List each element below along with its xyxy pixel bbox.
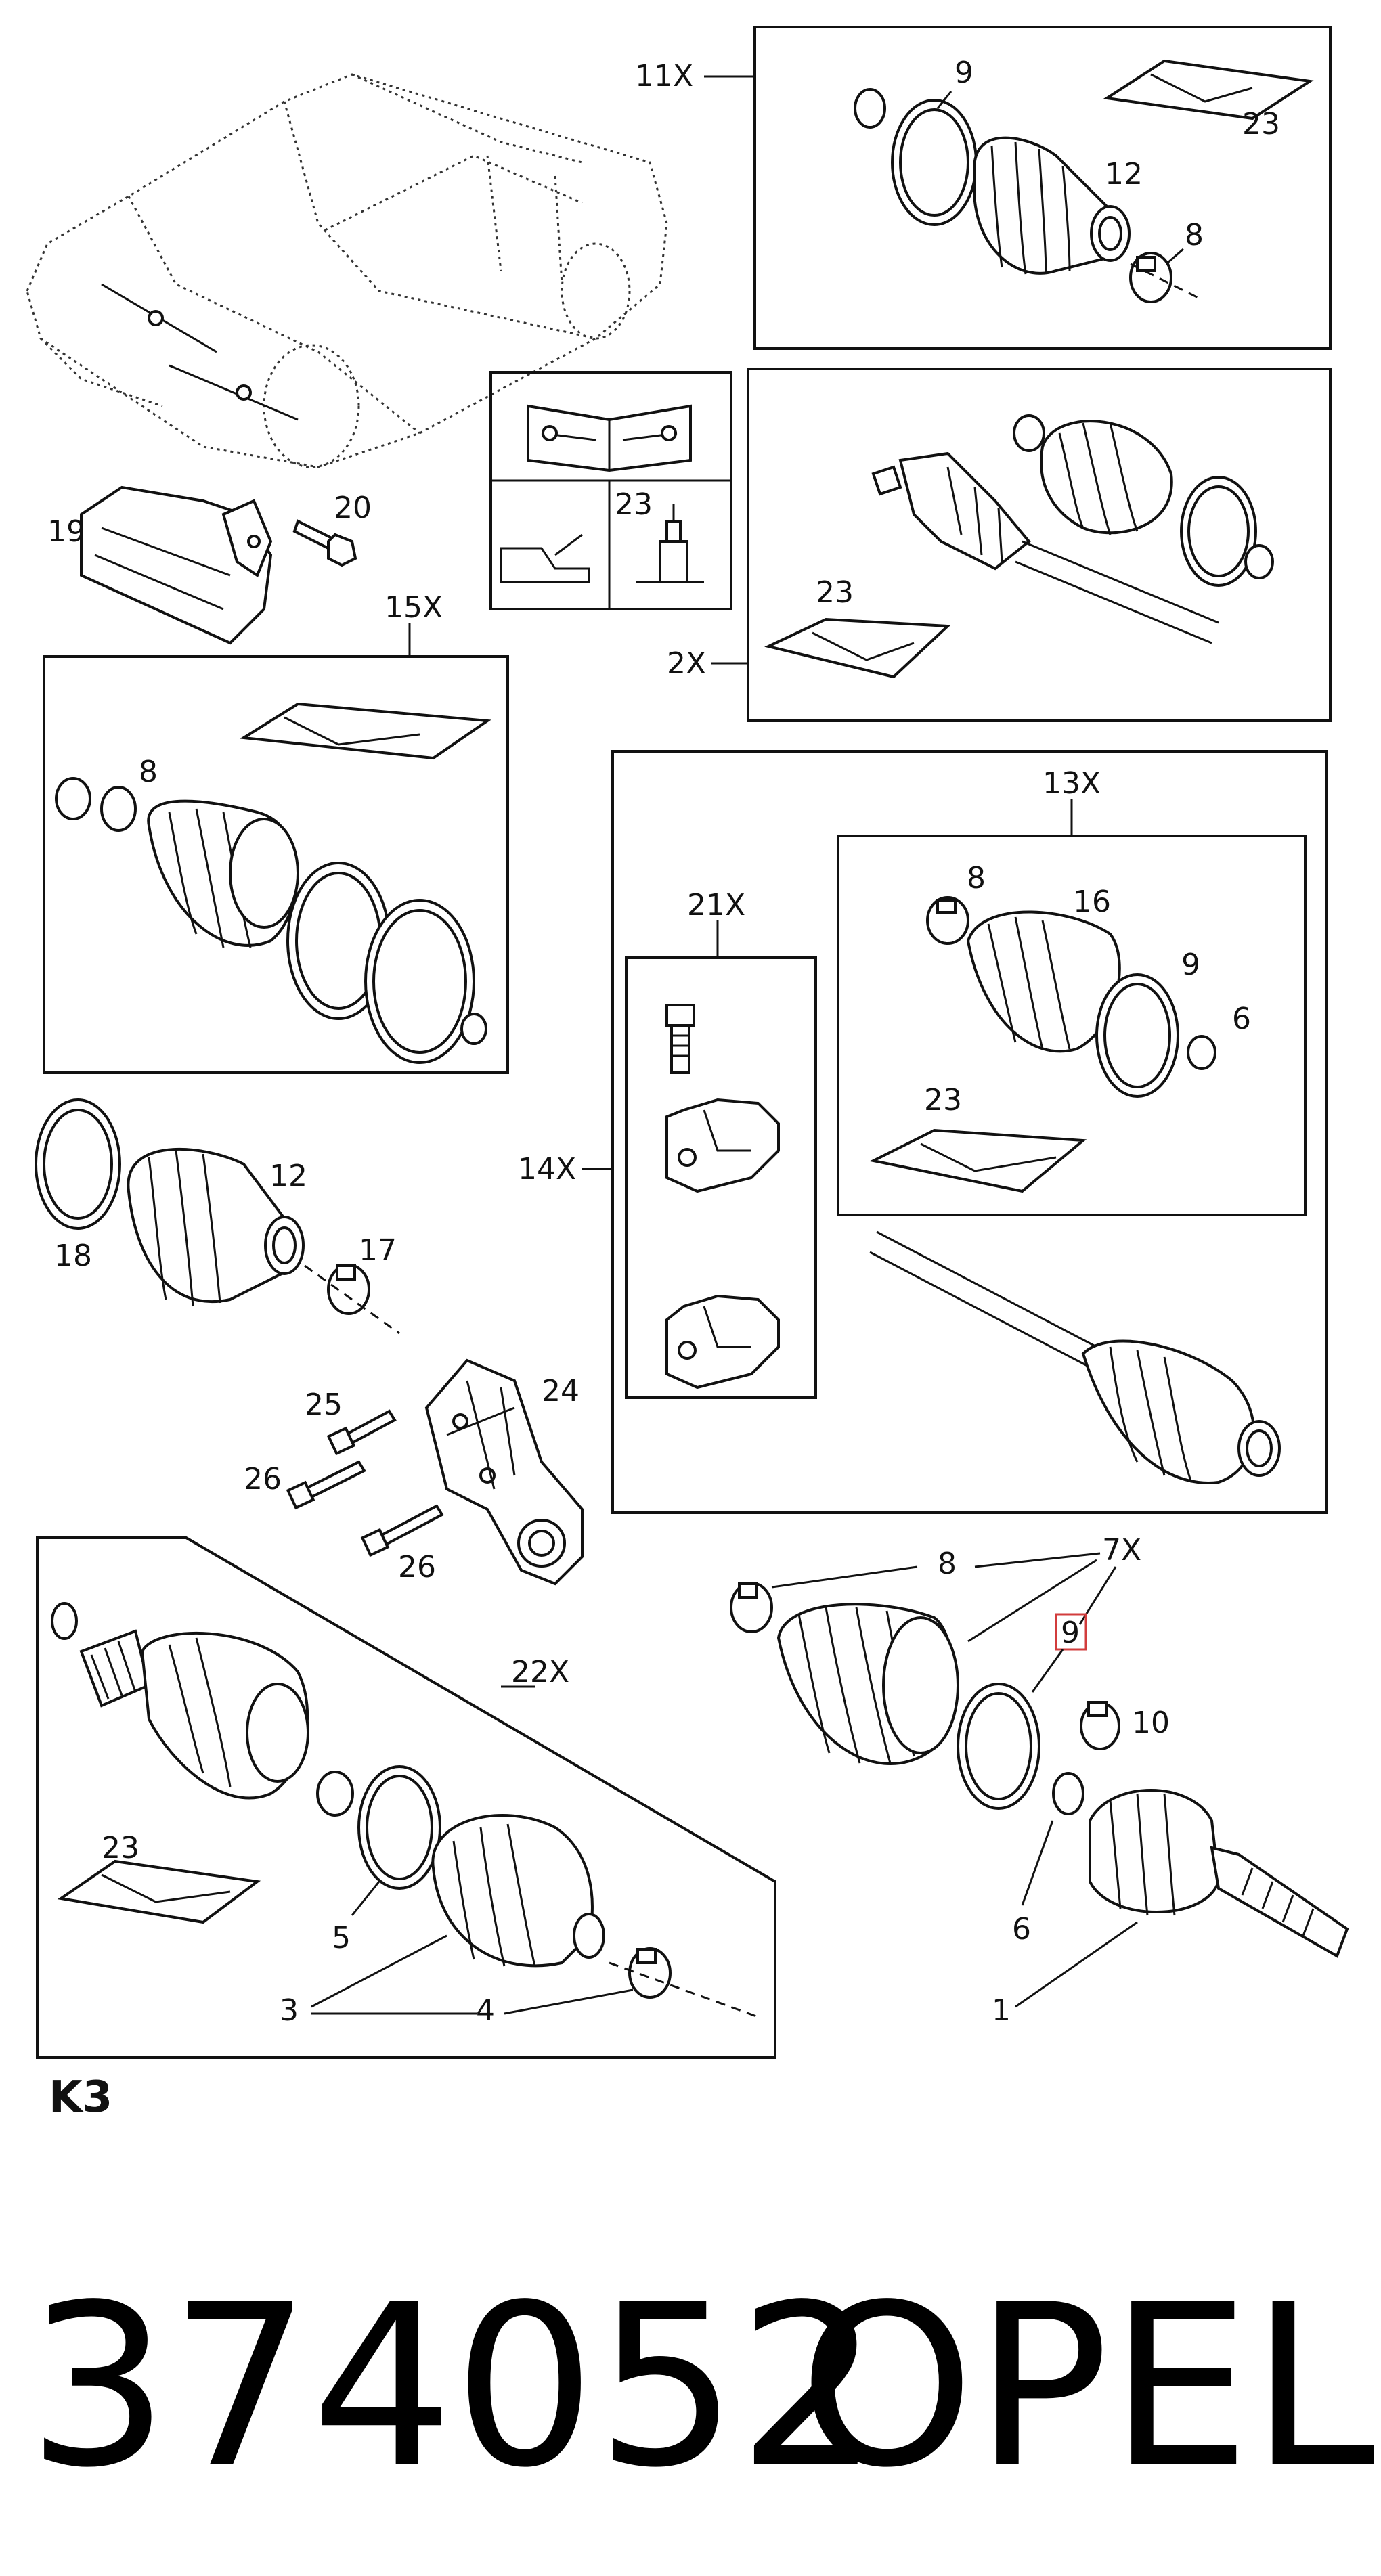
- kit-15x-label: 15X: [385, 590, 443, 625]
- circlip-2x: [1244, 544, 1274, 579]
- kit-15x: 15X 8: [43, 590, 509, 1074]
- kit-14x-label: 14X: [518, 1152, 576, 1186]
- part-number: 374052: [27, 2257, 880, 2516]
- open-book-wrench-icon: [527, 404, 692, 472]
- kit-11x-label: 11X: [635, 59, 693, 93]
- part-9-7x-label: 9: [1061, 1616, 1080, 1650]
- part-23-2x-label: 23: [816, 575, 854, 610]
- bolt-25: [326, 1409, 397, 1456]
- grease-pack-2x: [764, 617, 951, 679]
- heat-shield: [80, 485, 273, 645]
- kit-7x-label: 7X: [1102, 1533, 1141, 1568]
- vehicle-outline: [26, 73, 668, 468]
- kit-2x-label: 2X: [667, 646, 706, 681]
- part-6-7x-label: 6: [1012, 1912, 1031, 1947]
- part-23-22x-label: 23: [102, 1831, 139, 1865]
- part-20-label: 20: [334, 491, 372, 525]
- part-3-label: 3: [280, 1993, 299, 2028]
- part-12-label: 12: [1105, 157, 1143, 192]
- part-1-label: 1: [992, 1993, 1011, 2028]
- bolt-26-b: [360, 1504, 444, 1557]
- kit-13x-label: 13X: [1043, 766, 1101, 801]
- kit-14x: 14X 13X 8 16 9 6 23 21: [518, 750, 1328, 1514]
- part-8-13x-label: 8: [967, 861, 986, 895]
- part-4-label: 4: [476, 1993, 495, 2028]
- circlip-7x: [1052, 1772, 1084, 1815]
- grease-pack-15x: [240, 702, 491, 760]
- part-9-13x-label: 9: [1181, 948, 1200, 982]
- kit-2x: 2X 23: [667, 368, 1332, 722]
- circlip-15x: [460, 1013, 487, 1045]
- part-9-label: 9: [955, 55, 973, 90]
- kit-7x: 7X 8 9 10 6 1: [730, 1533, 1349, 2028]
- bolt-20: [292, 519, 357, 567]
- clamp-band-18: [35, 1098, 121, 1230]
- kit-22x-label: 22X: [511, 1655, 569, 1689]
- part-26-label-b: 26: [398, 1550, 436, 1584]
- part-10-label: 10: [1132, 1706, 1170, 1740]
- grease-pack-22x: [57, 1859, 261, 1924]
- part-19-label: 19: [47, 514, 85, 549]
- oil-can-icon: [500, 533, 590, 583]
- boot-2x: [1013, 414, 1173, 535]
- part-8-15x-label: 8: [139, 755, 158, 789]
- drive-shaft-14x: [869, 1230, 1281, 1484]
- clamp-ring: [854, 88, 886, 129]
- clamp-17: [304, 1264, 400, 1335]
- kit-11x-frame: [753, 26, 1332, 350]
- axle-boot-12: [127, 1148, 305, 1307]
- part-18-label: 18: [54, 1239, 92, 1273]
- part-24-label: 24: [542, 1374, 579, 1408]
- boot-7x: [776, 1603, 959, 1765]
- bolt-26-a: [286, 1460, 366, 1510]
- boot-22x: [431, 1814, 605, 1968]
- axle-boot: [973, 136, 1131, 275]
- kit-22x: 22X 23 5 3 4: [36, 1536, 776, 2059]
- drive-shaft-inner: [871, 451, 1219, 644]
- circlip-13x: [1187, 1035, 1216, 1070]
- grease-pack: [1103, 59, 1314, 120]
- brand-name: OPEL: [799, 2257, 1376, 2516]
- part-25-label: 25: [305, 1387, 343, 1422]
- part-23-label: 23: [1242, 107, 1280, 141]
- grease-tube-icon: [636, 504, 704, 583]
- part-23-service-label: 23: [615, 487, 653, 522]
- kit-21x-label: 21X: [687, 888, 745, 923]
- part-26-label-a: 26: [244, 1462, 282, 1496]
- part-6-13x-label: 6: [1232, 1002, 1251, 1036]
- clamp-22x-a: [316, 1771, 354, 1817]
- boot-15x: [147, 799, 299, 948]
- part-8-7x-label: 8: [938, 1547, 957, 1581]
- bolt-21x: [665, 1004, 695, 1074]
- part-12-label-b: 12: [269, 1159, 307, 1193]
- part-8-label: 8: [1185, 218, 1204, 252]
- grease-pack-13x: [869, 1128, 1087, 1193]
- part-5-label: 5: [332, 1921, 351, 1955]
- part-17-label: 17: [359, 1233, 397, 1268]
- outer-cv-joint: [1089, 1789, 1349, 1958]
- part-23-13x-label: 23: [924, 1083, 962, 1117]
- bracket-half-upper: [665, 1098, 780, 1193]
- support-bracket-24: [424, 1358, 584, 1586]
- circlip-22x: [51, 1602, 78, 1640]
- part-9-highlight: [1055, 1613, 1087, 1651]
- clamp-15x-a: [55, 777, 91, 820]
- kit-21x: 21X: [625, 888, 817, 1399]
- bracket-half-lower: [665, 1294, 780, 1390]
- part-16-label: 16: [1073, 885, 1111, 919]
- inner-joint-22x: [79, 1629, 309, 1800]
- kit-11x: 11X 9 12 23 8: [635, 26, 1332, 350]
- kit-13x: 13X 8 16 9 6 23: [837, 766, 1307, 1216]
- clamp-15x-b: [100, 786, 137, 832]
- diagram-code: K3: [49, 2072, 112, 2123]
- service-info-box: 23: [489, 371, 732, 610]
